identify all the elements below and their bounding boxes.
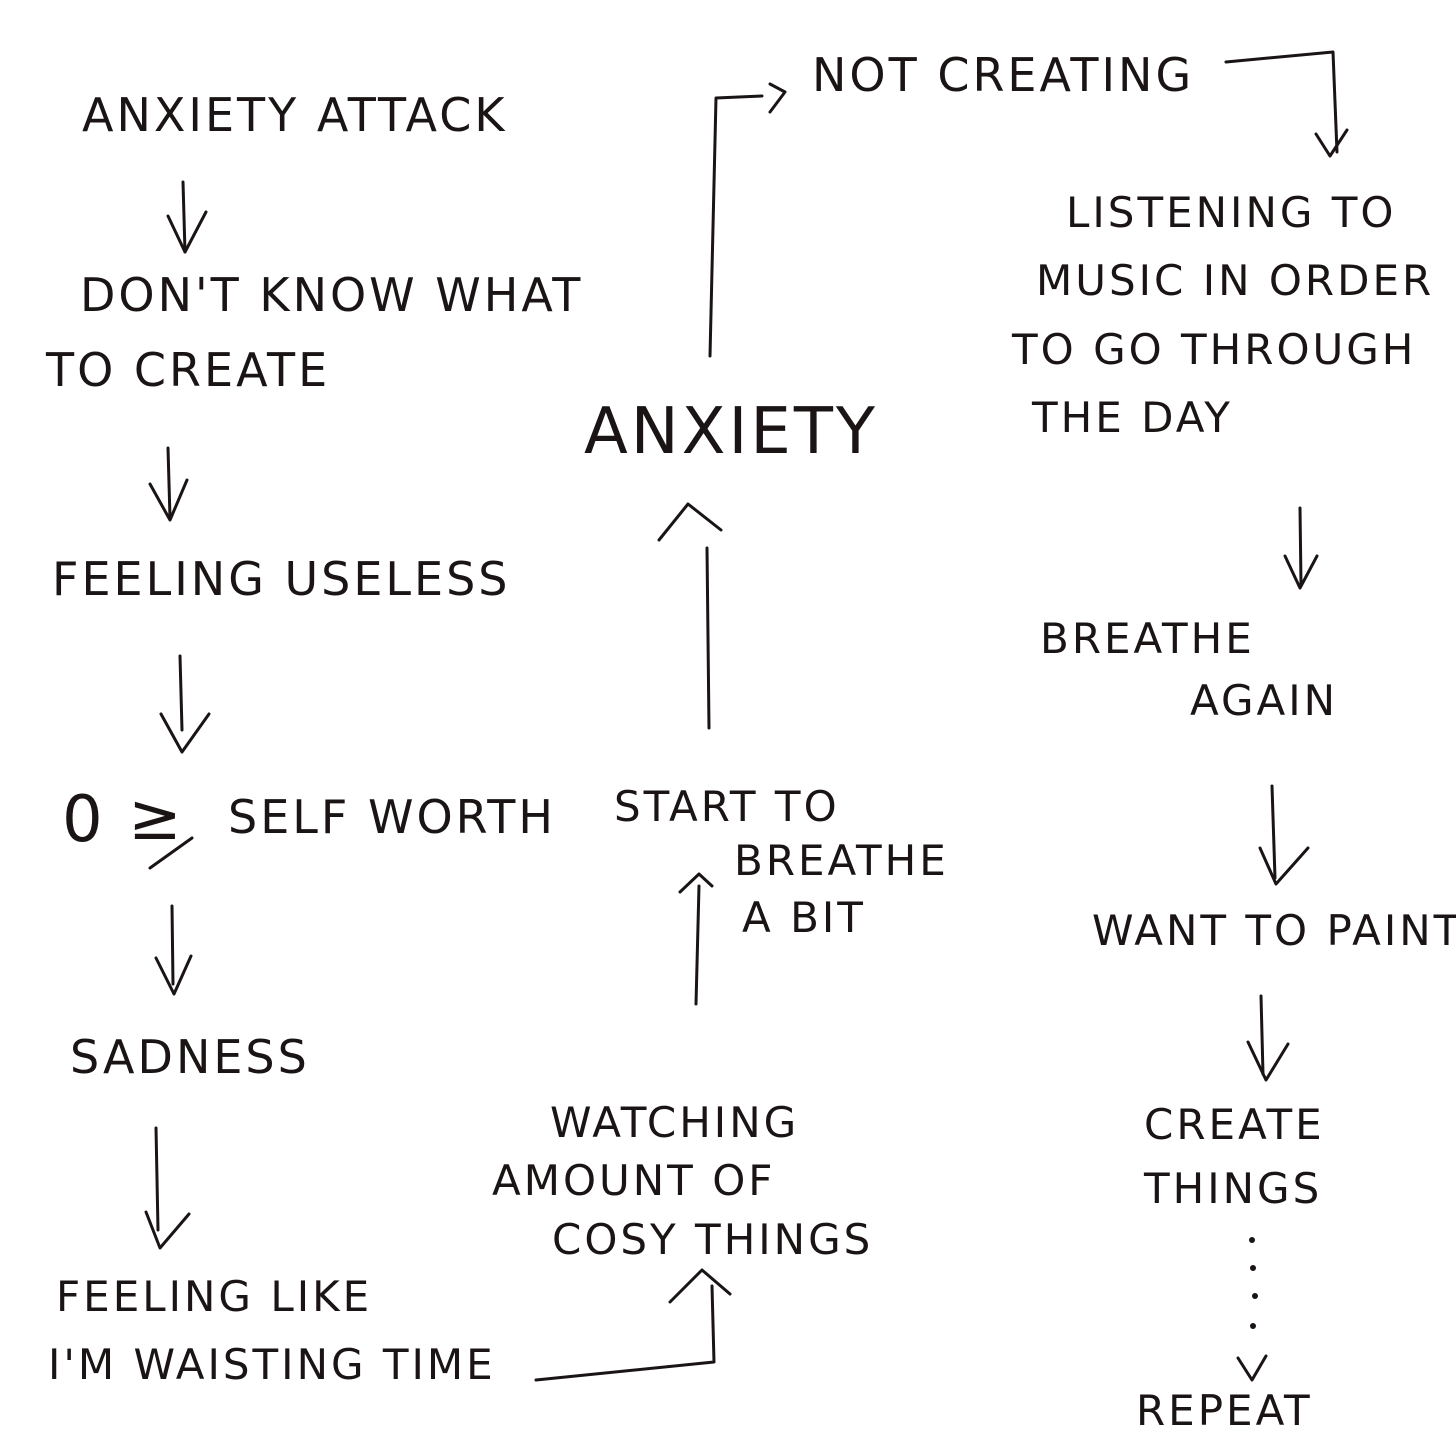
arrow-paint-to-create bbox=[1246, 994, 1290, 1082]
node-text-line: ANXIETY bbox=[584, 395, 878, 469]
arrow-breathe-to-anxiety bbox=[657, 502, 723, 730]
arrow-not-creating-to-listening bbox=[1224, 50, 1349, 158]
node-text-line: AGAIN bbox=[1190, 676, 1339, 726]
node-text-line: REPEAT bbox=[1136, 1386, 1313, 1435]
arrow-useless-to-selfworth bbox=[159, 654, 211, 754]
node-anxiety: ANXIETY bbox=[584, 394, 878, 471]
node-not-creating: NOT CREATING bbox=[812, 48, 1194, 103]
zero-text: 0 bbox=[62, 783, 106, 857]
node-zero: 0 bbox=[62, 782, 106, 859]
node-text-line: WANT TO PAINT bbox=[1092, 906, 1456, 955]
arrow-dont-know-to-useless bbox=[148, 446, 189, 522]
node-want-to-paint: WANT TO PAINT bbox=[1092, 906, 1456, 956]
arrow-wasting-to-cosy bbox=[534, 1268, 732, 1382]
node-text-line: AMOUNT OF bbox=[492, 1156, 776, 1206]
node-breathe-again: BREATHE AGAIN bbox=[1040, 614, 1338, 727]
node-listening-to-music: LISTENING TO MUSIC IN ORDER TO GO THROUG… bbox=[1012, 188, 1434, 444]
self-worth-symbol-underline bbox=[148, 836, 194, 870]
node-greater-equal-symbol: ≥ bbox=[128, 780, 185, 857]
node-text-line: ANXIETY ATTACK bbox=[82, 88, 508, 142]
node-text-line: SADNESS bbox=[70, 1030, 310, 1084]
node-text-line: START TO bbox=[614, 782, 840, 831]
node-text-line: WATCHING bbox=[550, 1098, 800, 1147]
node-create-things: CREATE THINGS bbox=[1144, 1100, 1325, 1215]
node-text-line: CREATE bbox=[1144, 1100, 1325, 1149]
arrow-anxiety-to-not-creating bbox=[708, 82, 787, 358]
node-text-line: I'M WAISTING TIME bbox=[48, 1340, 496, 1390]
arrow-cosy-to-breathe bbox=[678, 872, 714, 1006]
node-text-line: FEELING USELESS bbox=[52, 552, 511, 606]
arrow-listening-to-breathe-again bbox=[1283, 506, 1319, 590]
arrow-selfworth-to-sadness bbox=[154, 904, 193, 996]
node-text-line: LISTENING TO bbox=[1066, 188, 1397, 237]
node-feeling-like-wasting-time: FEELING LIKE I'M WAISTING TIME bbox=[48, 1272, 496, 1391]
node-text-line: FEELING LIKE bbox=[56, 1272, 373, 1321]
node-text-line: DON'T KNOW WHAT bbox=[80, 268, 584, 322]
arrow-sadness-to-wasting bbox=[144, 1126, 191, 1250]
node-anxiety-attack: ANXIETY ATTACK bbox=[82, 88, 508, 143]
node-text-line: BREATHE bbox=[1040, 614, 1255, 663]
arrow-breathe-again-to-paint bbox=[1258, 784, 1310, 886]
node-text-line: THE DAY bbox=[1032, 393, 1233, 443]
node-text-line: NOT CREATING bbox=[812, 48, 1195, 102]
node-start-to-breathe: START TO BREATHE A BIT bbox=[614, 782, 949, 943]
node-self-worth: SELF WORTH bbox=[228, 790, 556, 845]
symbol-text: ≥ bbox=[128, 781, 185, 855]
arrow-attack-to-dont-know bbox=[166, 180, 208, 254]
node-text-line: COSY THINGS bbox=[552, 1214, 874, 1264]
dotted-create-to-repeat bbox=[1236, 1237, 1268, 1382]
node-sadness: SADNESS bbox=[70, 1030, 310, 1085]
node-text-line: MUSIC IN ORDER bbox=[1036, 256, 1435, 306]
node-text-line: BREATHE bbox=[734, 836, 949, 886]
node-repeat: REPEAT bbox=[1136, 1386, 1313, 1436]
node-watching-cosy-things: WATCHING AMOUNT OF COSY THINGS bbox=[492, 1098, 873, 1265]
node-dont-know-what-to-create: DON'T KNOW WHAT TO CREATE bbox=[46, 268, 583, 398]
node-feeling-useless: FEELING USELESS bbox=[52, 552, 510, 607]
node-text-line: THINGS bbox=[1144, 1164, 1323, 1214]
node-text-line: TO GO THROUGH bbox=[1012, 324, 1417, 374]
node-text-line: SELF WORTH bbox=[228, 790, 556, 844]
node-text-line: A BIT bbox=[742, 892, 866, 942]
node-text-line: TO CREATE bbox=[46, 343, 331, 398]
